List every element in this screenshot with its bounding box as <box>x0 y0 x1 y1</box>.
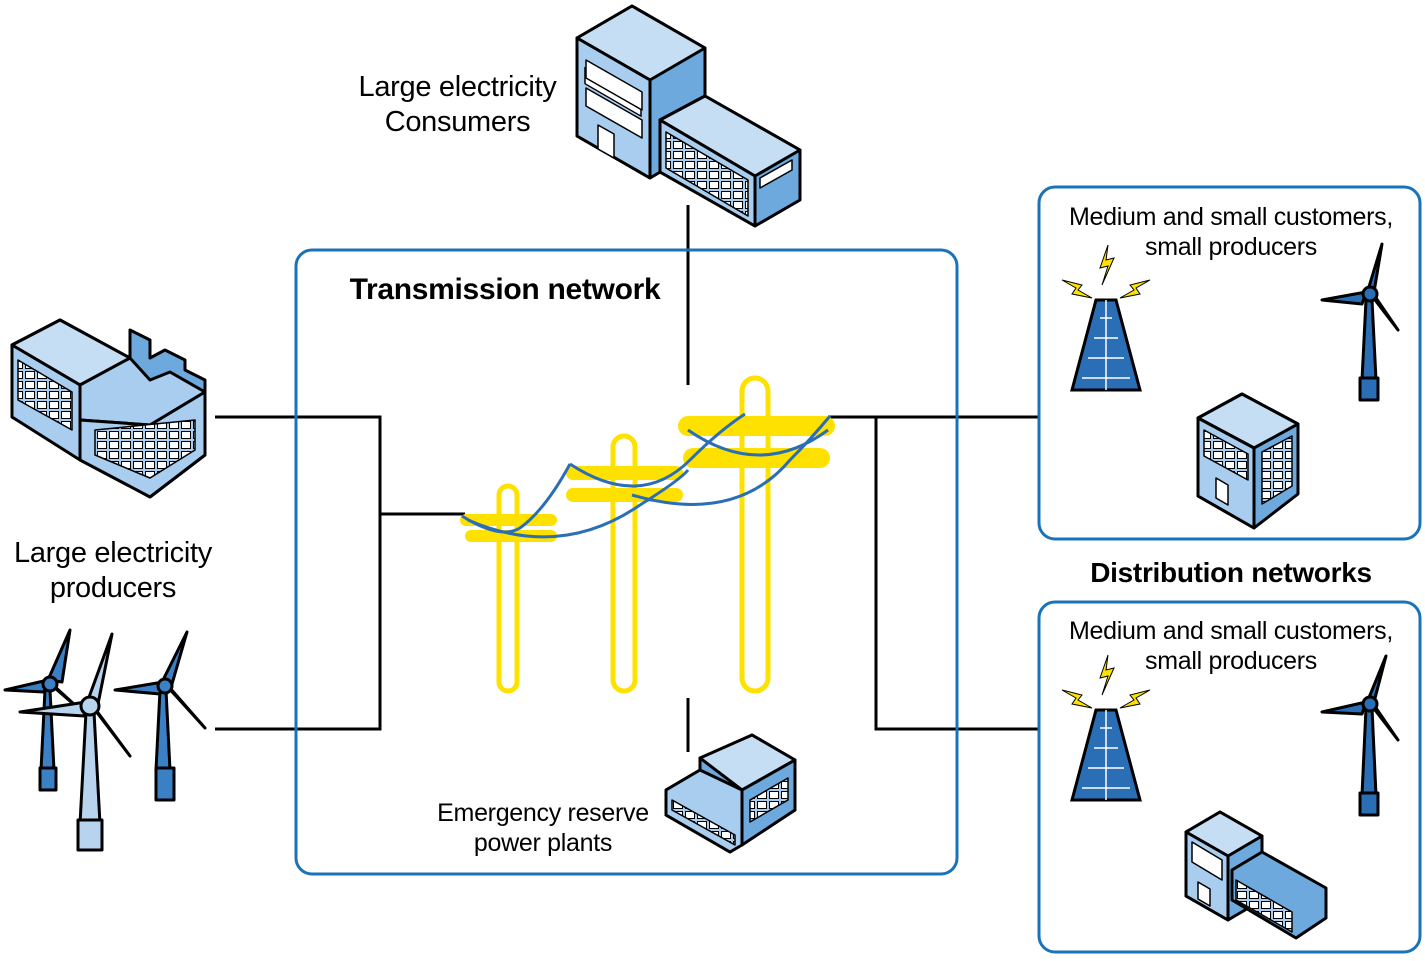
reserve-power-plant-icon <box>664 733 797 854</box>
producers-label-line2: producers <box>49 571 177 604</box>
consumers-label-line1: Large electricity <box>358 71 557 103</box>
consumers-label-line2: Consumers <box>384 105 531 138</box>
office-building-icon <box>1196 392 1300 530</box>
office-building-icon <box>1184 810 1328 940</box>
wind-turbine-icon <box>1320 242 1400 402</box>
producers-label: Large electricity producers <box>0 536 226 606</box>
reserve-plants-label: Emergency reserve power plants <box>418 798 668 858</box>
power-pole-icon <box>460 375 835 694</box>
factory-icon <box>10 318 207 499</box>
distribution-top-label: Medium and small customers, small produc… <box>1046 202 1416 262</box>
distribution-top-label-line2: small producers <box>1145 233 1317 261</box>
consumers-label: Large electricity Consumers <box>335 70 580 140</box>
radio-tower-icon <box>1061 244 1151 392</box>
distribution-bottom-label: Medium and small customers, small produc… <box>1046 616 1416 676</box>
transmission-network-box <box>294 248 959 876</box>
reserve-plants-label-line1: Emergency reserve <box>437 799 649 827</box>
radio-tower-icon <box>1061 654 1151 802</box>
distribution-bottom-label-line2: small producers <box>1145 647 1317 675</box>
wind-turbine-icon <box>1320 654 1400 817</box>
reserve-plants-label-line2: power plants <box>473 829 613 857</box>
large-consumer-building-icon <box>575 4 802 228</box>
producers-label-line1: Large electricity <box>14 537 212 569</box>
distribution-top-label-line1: Medium and small customers, <box>1069 203 1393 231</box>
distribution-network-box-top <box>1037 185 1422 541</box>
power-wires <box>461 412 832 539</box>
distribution-networks-title: Distribution networks <box>1090 557 1372 588</box>
distribution-network-box-bottom <box>1037 600 1422 954</box>
wind-turbine-icon <box>3 628 207 852</box>
transmission-network-title: Transmission network <box>349 273 661 306</box>
distribution-bottom-label-line1: Medium and small customers, <box>1069 617 1393 645</box>
